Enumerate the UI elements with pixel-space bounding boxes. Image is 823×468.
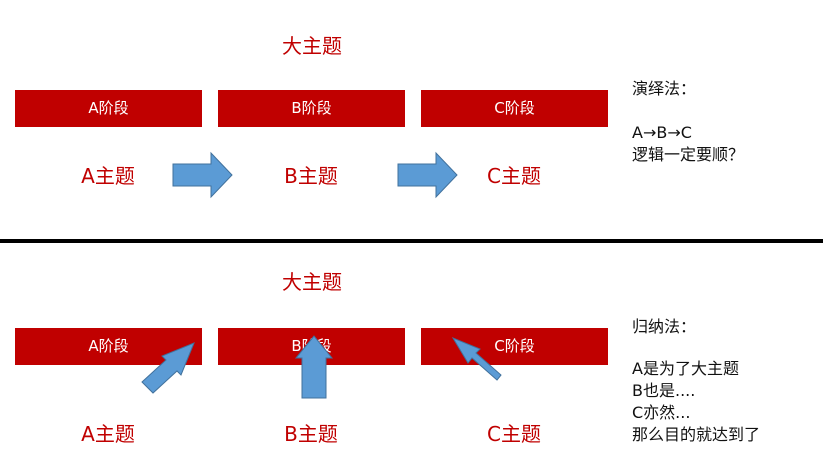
deductive-stage-a-bar: A阶段 [15,90,202,127]
inductive-note-line-4: 那么目的就达到了 [632,425,761,444]
up-right-arrow-icon [141,342,195,394]
deductive-note-heading: 演绎法： [632,79,697,98]
inductive-topic-c: C主题 [487,422,541,446]
section-divider [0,239,823,243]
deductive-main-title: 大主题 [282,34,342,58]
right-arrow-icon [397,151,458,199]
up-arrow-icon [294,335,334,399]
up-left-arrow-icon [451,336,502,381]
inductive-stage-c-bar: C阶段 [421,328,608,365]
deductive-topic-c: C主题 [487,164,541,188]
inductive-note-line-2: B也是.... [632,381,696,400]
right-arrow-icon [172,151,233,199]
inductive-note-line-3: C亦然... [632,403,691,422]
inductive-note-heading: 归纳法： [632,317,697,336]
inductive-note-line-1: A是为了大主题 [632,359,739,378]
deductive-stage-c-bar: C阶段 [421,90,608,127]
inductive-main-title: 大主题 [282,270,342,294]
deductive-note-line-1: A→B→C [632,123,692,142]
inductive-topic-b: B主题 [284,422,338,446]
deductive-stage-b-bar: B阶段 [218,90,405,127]
deductive-topic-b: B主题 [284,164,338,188]
deductive-topic-a: A主题 [81,164,135,188]
inductive-topic-a: A主题 [81,422,135,446]
deductive-note-line-2: 逻辑一定要顺？ [632,145,745,164]
